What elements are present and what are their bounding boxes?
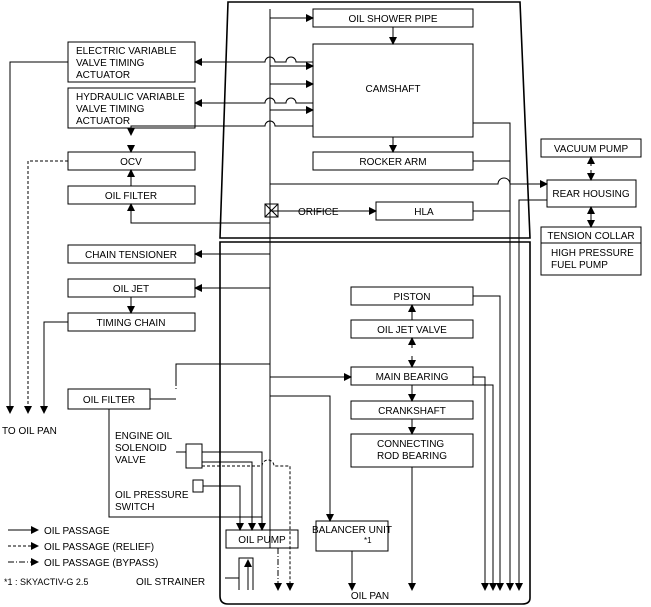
- rear-housing-label: REAR HOUSING: [552, 189, 629, 200]
- oil-jet-valve-label: OIL JET VALVE: [377, 325, 447, 336]
- rocker-arm-label: ROCKER ARM: [359, 157, 426, 168]
- footnote: *1 : SKYACTIV-G 2.5: [4, 577, 88, 587]
- high-pressure-fuel-pump-box: [540, 242, 642, 276]
- rear-housing-box: [546, 179, 637, 208]
- legend-relief-label: OIL PASSAGE (RELIEF): [44, 542, 154, 553]
- high-pressure-fuel-pump-label: HIGH PRESSURE FUEL PUMP: [551, 248, 637, 271]
- piston-label: PISTON: [393, 292, 430, 303]
- orifice-label: ORIFICE: [298, 207, 339, 218]
- hydraulic-vvt-box: [67, 87, 196, 129]
- oil-pan-label: OIL PAN: [351, 591, 389, 602]
- oil-shower-pipe-label: OIL SHOWER PIPE: [348, 14, 437, 25]
- oil-pressure-switch-symbol: [192, 479, 204, 493]
- cylinder-head-outline: [219, 1, 531, 239]
- connecting-rod-bearing-label: CONNECTING ROD BEARING: [377, 439, 447, 462]
- camshaft-box: [312, 43, 474, 138]
- oil-strainer-label: OIL STRAINER: [136, 577, 205, 588]
- tension-collar-label: TENSION COLLAR: [547, 231, 634, 242]
- crankshaft-label: CRANKSHAFT: [378, 406, 446, 417]
- oil-filter-lower-label: OIL FILTER: [83, 395, 135, 406]
- oil-pressure-switch-label: OIL PRESSURE SWITCH: [115, 490, 191, 513]
- cylinder-block-outline: [219, 241, 531, 605]
- balancer-unit-note: *1: [364, 536, 372, 545]
- ocv-label: OCV: [120, 157, 142, 168]
- hla-label: HLA: [414, 207, 434, 218]
- camshaft-label: CAMSHAFT: [366, 84, 421, 95]
- main-bearing-label: MAIN BEARING: [376, 372, 449, 383]
- chain-tensioner-label: CHAIN TENSIONER: [85, 250, 177, 261]
- oil-pump-label: OIL PUMP: [238, 535, 286, 546]
- timing-chain-label: TIMING CHAIN: [97, 318, 166, 329]
- vacuum-pump-label: VACUUM PUMP: [554, 144, 629, 155]
- oil-strainer-symbol: [238, 557, 254, 590]
- hydraulic-vvt-label: HYDRAULIC VARIABLE VALVE TIMING ACTUATOR: [76, 92, 188, 127]
- oil-filter-upper-label: OIL FILTER: [105, 191, 157, 202]
- to-oil-pan-label: TO OIL PAN: [2, 426, 57, 437]
- engine-oil-solenoid-valve-label: ENGINE OIL SOLENOID VALVE: [115, 431, 175, 466]
- engine-oil-solenoid-valve-symbol: [185, 443, 203, 469]
- electric-vvt-label: ELECTRIC VARIABLE VALVE TIMING ACTUATOR: [76, 46, 179, 81]
- legend-oil-passage-label: OIL PASSAGE: [44, 526, 110, 537]
- connecting-rod-bearing-box: [350, 433, 474, 468]
- oil-jet-label: OIL JET: [113, 284, 149, 295]
- legend-bypass-label: OIL PASSAGE (BYPASS): [44, 558, 158, 569]
- balancer-unit-label: BALANCER UNIT: [312, 525, 392, 536]
- balancer-unit-box: [315, 520, 389, 552]
